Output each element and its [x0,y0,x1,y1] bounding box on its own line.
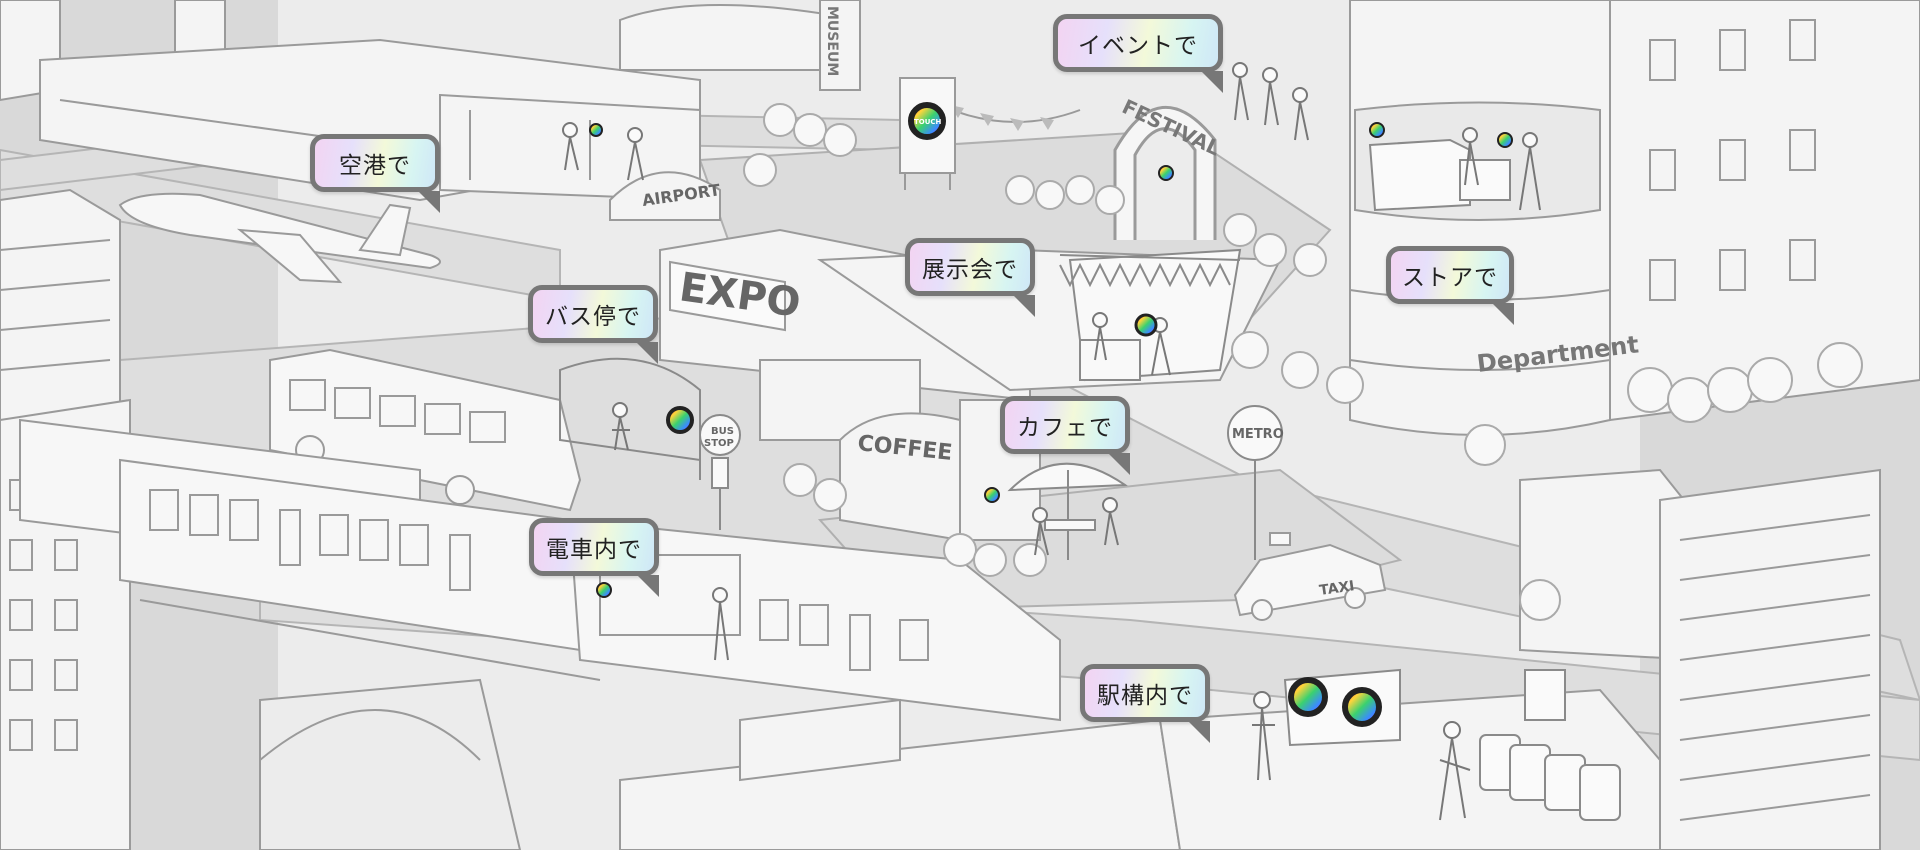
expo-booth [1068,248,1242,382]
ticket-gates [1479,734,1621,821]
touch-logo-text: TOUCH [914,118,942,126]
label-cafe[interactable]: カフェで [1000,396,1130,475]
touch-logo-expo [1134,313,1158,337]
label-event-text: イベントで [1078,33,1198,59]
airplane [118,192,441,284]
label-train[interactable]: 電車内で [529,518,659,597]
touch-logo-festival-banner [908,102,946,140]
label-station-text: 駅構内で [1097,683,1193,709]
right-buildings [1519,468,1881,850]
cafe-umbrella [1007,462,1129,560]
label-store-text: ストアで [1402,265,1498,291]
metro-pole [1227,405,1283,560]
station [259,678,1661,850]
museum [619,0,861,91]
label-event[interactable]: イベントで [1053,14,1223,93]
touch-logos [589,102,1513,727]
metro-sign: METRO [1232,427,1284,442]
touch-logo-bus-stop [666,406,694,434]
label-expo-text: 展示会で [922,257,1018,283]
direction-sign [1524,669,1566,721]
museum-sign: MUSEUM [824,6,840,76]
label-airport-text: 空港で [339,153,411,179]
touch-logo-cafe [984,487,1000,503]
label-store[interactable]: ストアで [1386,246,1514,325]
label-station[interactable]: 駅構内で [1080,664,1210,743]
taxi [1233,532,1387,621]
touch-logo-train [596,582,612,598]
label-expo[interactable]: 展示会で [905,238,1035,317]
touch-logo-festival [1158,165,1174,181]
touch-logo-station-2 [1342,687,1382,727]
touch-logo-store-1 [1369,122,1385,138]
bus-stop-sign-line1: BUS [711,426,734,437]
label-cafe-text: カフェで [1017,415,1113,441]
bus-stop-sign-line2: STOP [704,438,734,449]
touch-logo-store-2 [1497,132,1513,148]
touch-logo-station-1 [1288,677,1328,717]
label-bus-stop[interactable]: バス停で [528,285,658,364]
taxi-sign: TAXI [1318,578,1355,599]
label-airport[interactable]: 空港で [310,134,440,213]
label-bus-stop-text: バス停で [545,304,641,330]
people [562,62,1541,821]
airport-terminal [39,38,721,221]
touch-logo-airport [589,123,603,137]
bus-shelter [559,357,741,530]
trees [743,103,1863,621]
label-train-text: 電車内で [546,537,642,563]
